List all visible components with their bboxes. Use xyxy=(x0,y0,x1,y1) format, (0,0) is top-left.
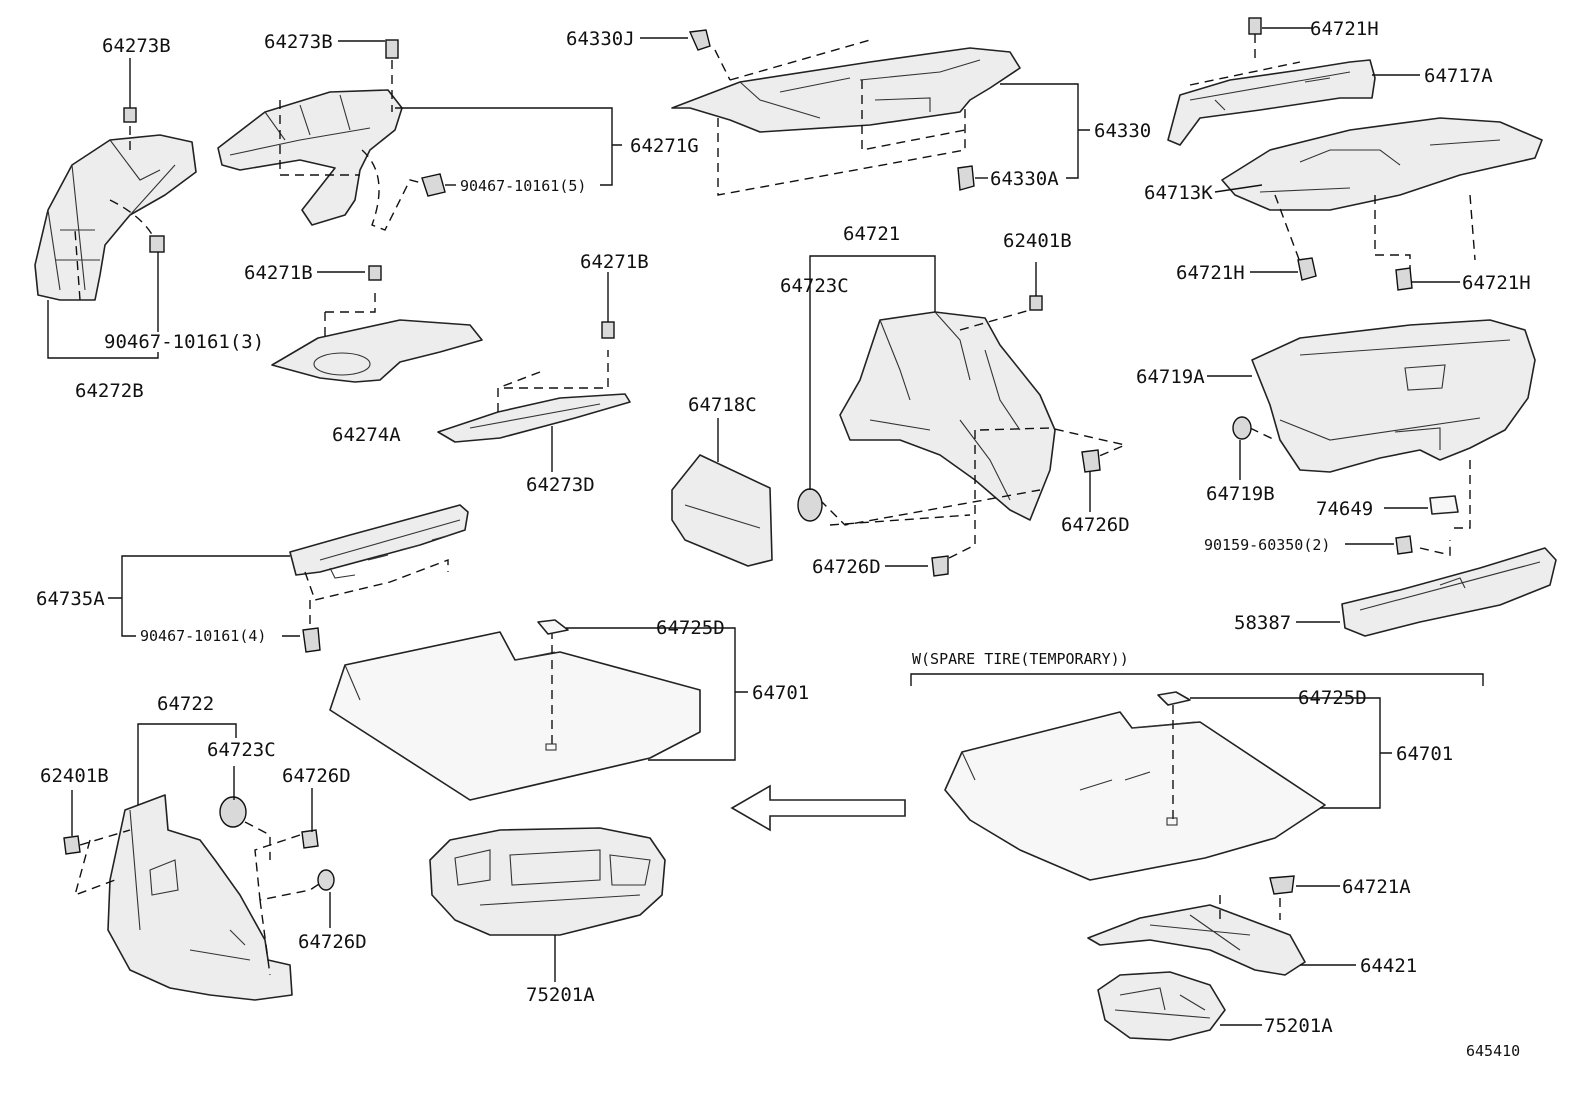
label-62401B-upper: 62401B xyxy=(1003,230,1072,252)
label-64725D-right: 64725D xyxy=(1298,687,1367,709)
label-90467-10161-4: 90467-10161(4) xyxy=(140,627,266,645)
label-75201A-left: 75201A xyxy=(526,984,595,1006)
label-64701-left: 64701 xyxy=(752,682,809,704)
label-64271G: 64271G xyxy=(630,135,699,157)
floor-trim-64274A-part xyxy=(271,265,483,383)
spare-tray-left-part xyxy=(429,827,666,936)
spare-tray-right-part xyxy=(1097,971,1226,1041)
label-64274A: 64274A xyxy=(332,424,401,446)
label-64735A: 64735A xyxy=(36,588,105,610)
label-64718C: 64718C xyxy=(688,394,757,416)
leader-64273D xyxy=(551,272,609,472)
label-64726D-lower: 64726D xyxy=(812,556,881,578)
side-trim-64271G-part xyxy=(217,39,446,231)
label-64701-right: 64701 xyxy=(1396,743,1453,765)
label-64723C-upper: 64723C xyxy=(780,275,849,297)
pillar-trim-part xyxy=(34,107,197,301)
label-64721H-top: 64721H xyxy=(1310,18,1379,40)
trunk-mat-left-part xyxy=(329,619,701,801)
spare-tire-bracket xyxy=(910,673,1484,686)
rear-sill-trim-part xyxy=(289,504,469,653)
sill-trim-64273D-part xyxy=(437,321,631,443)
spare-wheel-holder-part xyxy=(1087,875,1306,976)
side-trim-leaders xyxy=(338,40,622,186)
trunk-upper-trim-part xyxy=(1221,117,1543,291)
figure-number: 645410 xyxy=(1466,1042,1520,1060)
label-64721A: 64721A xyxy=(1342,876,1411,898)
label-64273D: 64273D xyxy=(526,474,595,496)
label-64421: 64421 xyxy=(1360,955,1417,977)
spare-tire-heading: W(SPARE TIRE(TEMPORARY)) xyxy=(912,650,1129,668)
label-64271B-right: 64271B xyxy=(580,251,649,273)
trunk-trim-leaders xyxy=(1214,27,1460,283)
arrow-left-icon xyxy=(730,784,906,832)
quarter-trim-64721-part xyxy=(797,295,1128,577)
trunk-rear-trim-part xyxy=(1167,17,1376,146)
label-64725D-left: 64725D xyxy=(656,617,725,639)
label-64330J: 64330J xyxy=(566,28,635,50)
quarter-lower-trim-part xyxy=(63,794,335,1001)
trunk-mat-right-part xyxy=(944,691,1326,881)
label-64722: 64722 xyxy=(157,693,214,715)
label-64726D-bottom: 64726D xyxy=(298,931,367,953)
quarter-lower-leaders xyxy=(71,723,331,928)
label-64721: 64721 xyxy=(843,223,900,245)
label-58387: 58387 xyxy=(1234,612,1291,634)
label-64273B-mid: 64273B xyxy=(264,31,333,53)
label-64721H-left: 64721H xyxy=(1176,262,1245,284)
mat-left-leaders xyxy=(566,627,748,761)
label-64330A: 64330A xyxy=(990,168,1059,190)
label-64723C-lower: 64723C xyxy=(207,739,276,761)
label-62401B-lower: 62401B xyxy=(40,765,109,787)
label-90467-10161-3: 90467-10161(3) xyxy=(104,331,264,353)
label-74649: 74649 xyxy=(1316,498,1373,520)
door-trim-leaders xyxy=(1207,375,1428,545)
label-64271B-left: 64271B xyxy=(244,262,313,284)
package-tray-64330-part xyxy=(671,29,1021,196)
wheel-holder-leaders xyxy=(1296,885,1356,966)
rear-sill-trim-leaders xyxy=(108,555,300,637)
label-90159-60350-2: 90159-60350(2) xyxy=(1204,536,1330,554)
label-64719A: 64719A xyxy=(1136,366,1205,388)
label-64721H-right: 64721H xyxy=(1462,272,1531,294)
luggage-door-trim-part xyxy=(1232,319,1536,556)
label-64717A: 64717A xyxy=(1424,65,1493,87)
label-64726D-lower-right: 64726D xyxy=(282,765,351,787)
label-64330: 64330 xyxy=(1094,120,1151,142)
label-64273B-left: 64273B xyxy=(102,35,171,57)
label-90467-10161-5: 90467-10161(5) xyxy=(460,177,586,195)
quarter-trim-leaders xyxy=(809,255,1091,567)
label-64272B: 64272B xyxy=(75,380,144,402)
cover-64718C-part xyxy=(671,454,773,567)
label-64713K: 64713K xyxy=(1144,182,1213,204)
label-75201A-right: 75201A xyxy=(1264,1015,1333,1037)
pillar-trim-leaders xyxy=(47,58,159,359)
label-64726D-right: 64726D xyxy=(1061,514,1130,536)
mat-right-leaders xyxy=(1190,697,1392,809)
label-64719B: 64719B xyxy=(1206,483,1275,505)
sill-plate-58387-part xyxy=(1341,547,1557,637)
package-tray-leaders xyxy=(640,37,1090,179)
